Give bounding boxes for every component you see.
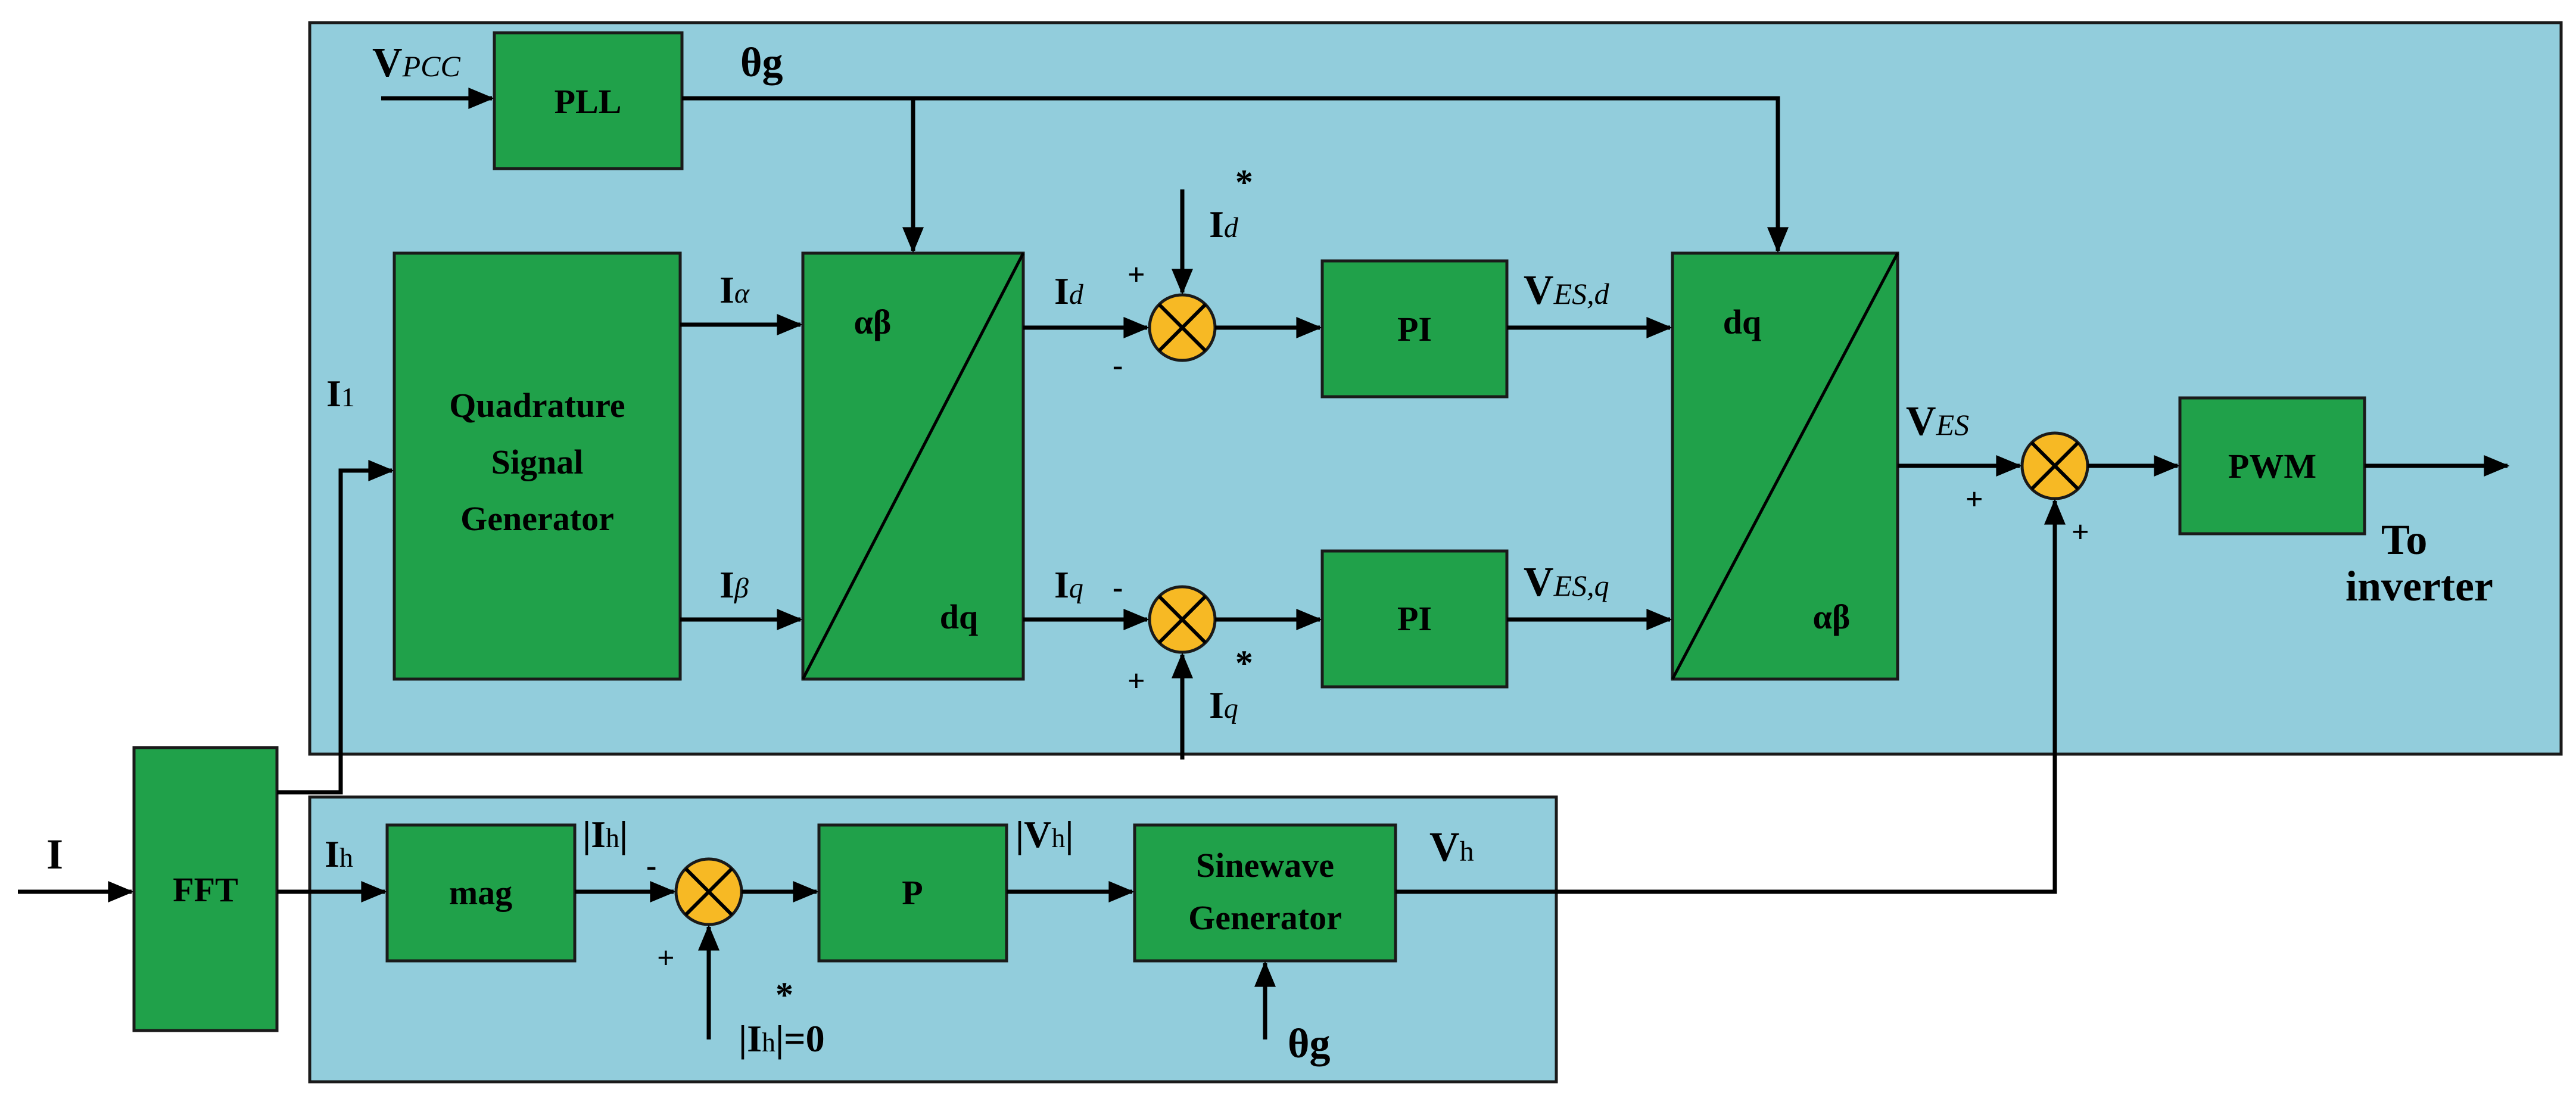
label-id-ref: Id*: [1209, 163, 1253, 245]
pll-label: PLL: [555, 82, 622, 121]
label-ves-q: VES,q: [1524, 559, 1609, 605]
summer-d: [1148, 293, 1217, 362]
p-label: P: [902, 873, 923, 912]
label-ih-ref-star: *: [775, 975, 793, 1014]
pi-d-block: PI: [1320, 259, 1509, 399]
signal-wires: [18, 88, 2510, 1039]
sinegen-label-line2: Generator: [1188, 898, 1342, 937]
sign-summer-q-plus: +: [1127, 664, 1145, 698]
sign-summer-d-minus: -: [1113, 348, 1123, 382]
label-ves: VES: [1906, 399, 1969, 444]
label-ih-ref: |Ih|=0: [739, 1017, 825, 1060]
dqab-output-label: αβ: [1813, 597, 1851, 636]
sign-summer-out-plus-left: +: [1966, 483, 1983, 516]
abdq-input-label: αβ: [854, 303, 892, 341]
label-vh-magnitude: |Vh|: [1016, 813, 1073, 855]
label-to-inverter-line1: To: [2381, 516, 2427, 564]
qsg-label-line1: Quadrature: [449, 386, 625, 425]
sign-summer-q-minus: -: [1113, 571, 1123, 605]
label-vh: Vh: [1429, 824, 1474, 870]
label-ih: Ih: [325, 833, 353, 875]
label-ibeta: Iβ: [719, 564, 749, 606]
dq-to-alphabeta-block: dq αβ: [1671, 251, 1899, 681]
abdq-output-label: dq: [940, 597, 979, 636]
label-ialpha: Iα: [719, 269, 750, 311]
qsg-label-line3: Generator: [460, 499, 614, 538]
sinegen-label-line1: Sinewave: [1196, 846, 1334, 885]
pwm-block: PWM: [2178, 396, 2366, 536]
summer-q: [1148, 585, 1217, 654]
sign-summer-d-plus: +: [1127, 258, 1145, 292]
summer-harmonic: [674, 857, 743, 926]
sign-summer-h-plus: +: [657, 941, 675, 975]
label-ves-d: VES,d: [1524, 267, 1610, 313]
label-ih-magnitude: |Ih|: [583, 813, 628, 855]
sign-summer-out-plus-bottom: +: [2072, 515, 2089, 549]
summer-output: [2020, 431, 2089, 500]
dqab-input-label: dq: [1723, 303, 1762, 341]
label-id: Id: [1054, 270, 1084, 312]
fft-block: FFT: [132, 746, 279, 1032]
sinewave-generator-block: Sinewave Generator: [1133, 823, 1397, 963]
p-block: P: [817, 823, 1008, 963]
pi-d-label: PI: [1397, 310, 1432, 348]
pll-block: PLL: [493, 31, 684, 170]
label-iq: Iq: [1054, 564, 1083, 606]
label-vpcc: VPCC: [372, 40, 460, 86]
wire-theta-main: [682, 96, 1789, 253]
sign-summer-h-minus: -: [646, 849, 656, 883]
pi-q-label: PI: [1397, 599, 1432, 638]
wire-i1: [277, 460, 394, 795]
pwm-label: PWM: [2228, 447, 2316, 485]
label-theta-bottom: θg: [1288, 1021, 1331, 1067]
quadrature-signal-generator-block: Quadrature Signal Generator: [393, 251, 682, 681]
qsg-label-line2: Signal: [491, 443, 584, 481]
label-i-input: I: [46, 830, 63, 878]
label-i1: I1: [326, 372, 355, 415]
mag-label: mag: [449, 873, 512, 912]
alphabeta-to-dq-block: αβ dq: [801, 251, 1025, 681]
wire-vh: [1396, 499, 2066, 894]
mag-block: mag: [385, 823, 577, 963]
label-to-inverter-line2: inverter: [2346, 562, 2493, 610]
fft-label: FFT: [173, 870, 238, 909]
label-theta-top: θg: [740, 40, 783, 86]
label-iq-ref: Iq*: [1209, 643, 1253, 726]
pi-q-block: PI: [1320, 549, 1509, 689]
